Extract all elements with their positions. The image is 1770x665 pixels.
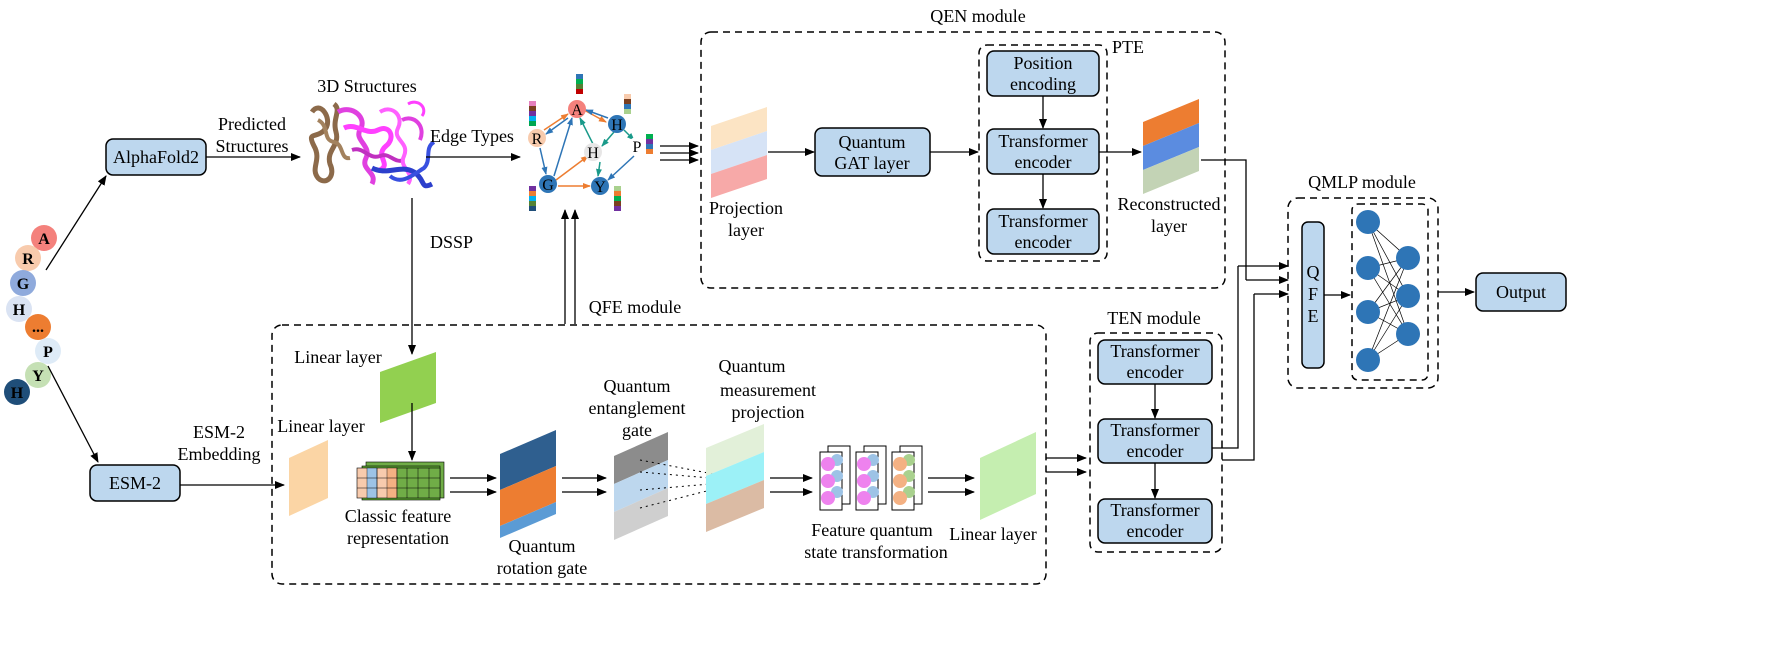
line-qen-qmlp: [1201, 159, 1247, 280]
qfe-letter-q: Q: [1307, 262, 1320, 282]
output-block: [1475, 272, 1567, 312]
esm-embedding-label-2: Embedding: [178, 444, 261, 464]
node-feature-bars: [529, 74, 653, 211]
reconstructed-label-2: layer: [1151, 216, 1187, 236]
qmlp-module-title: QMLP module: [1308, 172, 1416, 192]
linear-layer-left-label: Linear layer: [277, 416, 364, 436]
quantum-gat-label-2: GAT layer: [834, 153, 909, 173]
line-ten-qmlp-2: [1222, 294, 1255, 461]
pte-transformer-label-2a: Transformer: [998, 211, 1087, 231]
classic-feature-grid: [356, 461, 445, 501]
predicted-label-1: Predicted: [218, 114, 286, 134]
entanglement-label-3: gate: [622, 420, 652, 440]
measurement-projection-shape: [706, 424, 764, 532]
graph-node-h1: H: [611, 117, 623, 134]
ten-transformer-label-2b: encoder: [1127, 441, 1184, 461]
residue-h: H: [13, 302, 26, 319]
pte-transformer-label-1a: Transformer: [998, 131, 1087, 151]
fqst-label-1: Feature quantum: [811, 520, 932, 540]
arrow-to-alphafold: [45, 175, 107, 271]
esm-embedding-label-1: ESM-2: [193, 422, 245, 442]
pte-transformer-encoder-2: [986, 208, 1100, 255]
linear-layer-right-label: Linear layer: [949, 524, 1036, 544]
position-encoding-label-2: encoding: [1010, 74, 1076, 94]
projection-layer-shape: [711, 107, 767, 198]
graph-node-h2: H: [587, 145, 599, 162]
input-residues: A R G H ... P Y H: [4, 225, 61, 405]
dssp-label: DSSP: [430, 232, 473, 252]
measurement-label-1: Quantum: [719, 356, 786, 376]
residue-r: R: [22, 251, 34, 268]
linear-layer-right-shape: [980, 432, 1036, 520]
structures-3d-title: 3D Structures: [317, 76, 416, 96]
output-label: Output: [1496, 282, 1546, 302]
ten-transformer-label-1b: encoder: [1127, 362, 1184, 382]
ten-module-title: TEN module: [1107, 308, 1200, 328]
entanglement-label-2: entanglement: [589, 398, 686, 418]
entanglement-gate-shape: [614, 432, 735, 540]
reconstructed-label-1: Reconstructed: [1118, 194, 1221, 214]
graph-node-y: Y: [594, 179, 606, 196]
mlp-inner-box: [1351, 203, 1429, 381]
qfe-letter-f: F: [1308, 284, 1318, 304]
residue-h2: H: [11, 385, 24, 402]
reconstructed-layer-shape: [1143, 99, 1199, 194]
fqst-label-2: state transformation: [804, 542, 947, 562]
mlp-neurons: [1356, 210, 1420, 372]
ten-transformer-encoder-3: [1097, 498, 1213, 544]
graph-node-r: R: [532, 131, 543, 148]
position-encoding-label-1: Position: [1013, 53, 1072, 73]
linear-layer-top-label: Linear layer: [294, 347, 381, 367]
feature-state-cards: [819, 445, 923, 511]
ten-transformer-label-1a: Transformer: [1110, 341, 1199, 361]
residue-y: Y: [32, 368, 44, 385]
residue-a: A: [38, 231, 50, 248]
residue-g: G: [17, 276, 30, 293]
classic-feature-label-2: representation: [347, 528, 449, 548]
pte-title: PTE: [1112, 37, 1144, 57]
ten-module-box: [1089, 332, 1223, 553]
ten-transformer-label-2a: Transformer: [1110, 420, 1199, 440]
predicted-label-2: Structures: [216, 136, 289, 156]
rotation-gate-label-2: rotation gate: [497, 558, 587, 578]
entanglement-label-1: Quantum: [604, 376, 671, 396]
qfe-module-title: QFE module: [589, 297, 682, 317]
projection-label-1: Projection: [709, 198, 783, 218]
edge-types-label: Edge Types: [430, 126, 514, 146]
qmlp-module-box: [1287, 197, 1439, 389]
protein-graph: A R H H P G Y: [528, 74, 653, 211]
protein-structure-image: [308, 100, 436, 189]
qfe-letter-e: E: [1308, 306, 1319, 326]
qfe-module-box: [271, 324, 1047, 585]
qen-module-title: QEN module: [930, 6, 1025, 26]
residue-ellipsis: ...: [32, 319, 44, 336]
graph-node-p: P: [633, 139, 642, 156]
graph-node-g: G: [542, 177, 554, 194]
alphafold2-label: AlphaFold2: [113, 147, 199, 167]
ten-transformer-label-3b: encoder: [1127, 521, 1184, 541]
esm2-label: ESM-2: [109, 473, 161, 493]
ten-transformer-label-3a: Transformer: [1110, 500, 1199, 520]
linear-layer-left-shape: [289, 440, 328, 516]
graph-node-a: A: [571, 102, 583, 119]
measurement-label-3: projection: [732, 402, 805, 422]
quantum-gat-label-1: Quantum: [839, 132, 906, 152]
esm2-block: [89, 464, 181, 502]
rotation-gate-label-1: Quantum: [509, 536, 576, 556]
line-ten-qmlp-1: [1212, 266, 1239, 449]
linear-layer-top-shape: [380, 352, 436, 423]
pte-transformer-label-1b: encoder: [1015, 152, 1072, 172]
measurement-label-2: measurement: [720, 380, 816, 400]
arrow-to-esm: [47, 365, 99, 463]
pte-transformer-label-2b: encoder: [1015, 232, 1072, 252]
projection-label-2: layer: [728, 220, 764, 240]
residue-p: P: [43, 344, 53, 361]
rotation-gate-shape: [500, 430, 556, 538]
classic-feature-label-1: Classic feature: [345, 506, 451, 526]
